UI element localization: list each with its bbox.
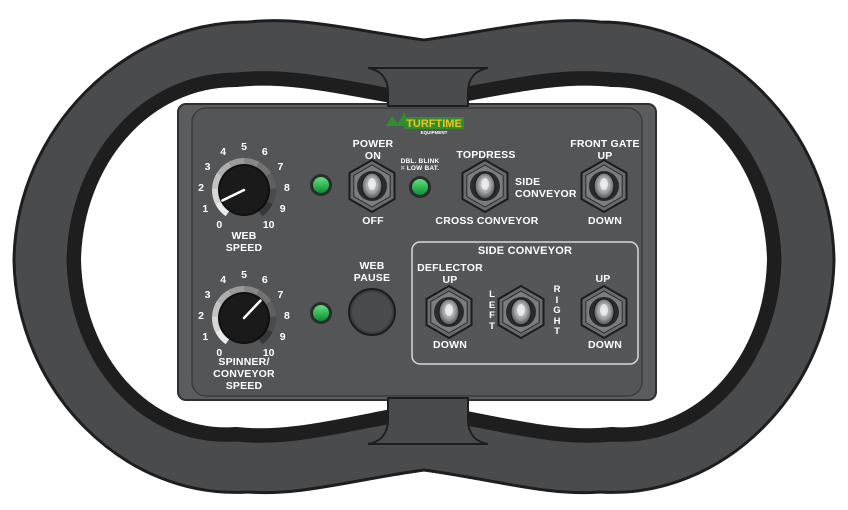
bottom-grip	[367, 397, 489, 445]
power-off-label: OFF	[362, 215, 384, 227]
dial-scale-segment	[215, 200, 230, 217]
dial-scale-number: 1	[202, 330, 209, 343]
dial-scale-number: 4	[220, 146, 227, 159]
dial-scale-segment	[212, 316, 222, 333]
dial-scale-number: 5	[241, 269, 247, 281]
dial-scale-segment	[216, 162, 232, 177]
dial-scale-segment	[266, 188, 276, 205]
power-on-label: POWER ON	[352, 138, 394, 162]
dial-scale-segment	[212, 301, 223, 317]
web-pause-button[interactable]	[348, 288, 396, 336]
web-speed-label: WEB SPEED	[225, 230, 263, 254]
spinner-speed-indicator-led	[310, 302, 332, 324]
dial-scale-number: 9	[279, 330, 286, 343]
dial-scale-segment	[256, 162, 272, 177]
dial-scale-segment	[265, 301, 276, 317]
dial-scale-segment	[228, 158, 244, 169]
lift-up-label: UP	[595, 273, 611, 285]
dial-pointer	[242, 299, 262, 320]
web-speed-indicator-led	[310, 174, 332, 196]
dial-pointer	[221, 188, 246, 202]
front-gate-label: FRONT GATE UP	[570, 138, 640, 162]
power-toggle[interactable]	[348, 158, 396, 214]
dial-scale-number: 2	[198, 309, 204, 322]
dial-scale-number: 9	[279, 202, 286, 215]
deflector-up-label: DEFLECTOR UP	[417, 262, 483, 286]
dial-scale-number: 3	[204, 161, 211, 174]
dial-scale-number: 8	[284, 309, 290, 322]
dial-scale-number: 0	[216, 347, 223, 360]
dial-scale-number: 7	[277, 289, 284, 302]
dial-scale-segment	[216, 290, 232, 305]
topdress-label: TOPDRESS	[456, 149, 516, 161]
dial-scale-segment	[266, 316, 276, 333]
battery-indicator-led	[409, 176, 431, 198]
dial-scale-segment	[228, 286, 244, 297]
dial-scale-number: 10	[262, 219, 275, 232]
dial-scale-number: 10	[262, 347, 275, 360]
dial-scale-segment	[244, 286, 260, 297]
dial-scale-number: 5	[241, 141, 247, 153]
cross-conveyor-label: CROSS CONVEYOR	[435, 215, 539, 227]
deflector-down-label: DOWN	[432, 339, 468, 351]
handle-inner-edge	[66, 71, 782, 443]
spinner-speed-dial[interactable]	[212, 286, 276, 345]
brand-logo: TURFTIME EQUIPMENT	[386, 112, 464, 135]
dial-scale-number: 8	[284, 181, 290, 194]
deflector-toggle[interactable]	[425, 284, 473, 340]
web-speed-dial[interactable]	[212, 158, 276, 217]
lift-toggle[interactable]	[580, 284, 628, 340]
side-conveyor-title: SIDE CONVEYOR	[477, 245, 573, 257]
dial-scale-number: 6	[261, 274, 268, 287]
dial-scale-number: 0	[216, 219, 223, 232]
dial-scale-number: 1	[202, 202, 209, 215]
topdress-toggle[interactable]	[461, 158, 509, 214]
dial-scale-segment	[265, 173, 276, 189]
front-gate-toggle[interactable]	[580, 158, 628, 214]
dial-scale-segment	[258, 200, 273, 217]
dial-scale-number: 6	[261, 146, 268, 159]
top-grip	[367, 67, 489, 107]
dial-scale-number: 4	[220, 274, 227, 287]
side-conveyor-position-label: SIDE CONVEYOR	[515, 176, 577, 200]
brand-name: TURFTIME	[406, 118, 462, 130]
dial-scale-number: 3	[204, 289, 211, 302]
brand-sub: EQUIPMENT	[421, 130, 448, 135]
dial-scale-segment	[258, 328, 273, 345]
dial-scale-number: 7	[277, 161, 284, 174]
dial-scale-segment	[256, 290, 272, 305]
lift-down-label: DOWN	[587, 339, 623, 351]
dial-scale-number: 2	[198, 181, 204, 194]
web-pause-label: WEB PAUSE	[353, 260, 391, 284]
spinner-speed-label: SPINNER/ CONVEYOR SPEED	[213, 356, 275, 392]
battery-note-label: DBL. BLINK = LOW BAT.	[400, 158, 440, 172]
dial-scale-segment	[212, 188, 222, 205]
dial-scale-segment	[244, 158, 260, 169]
left-right-toggle[interactable]	[497, 284, 545, 340]
dial-scale-segment	[215, 328, 230, 345]
dial-scale-segment	[212, 173, 223, 189]
front-gate-down-label: DOWN	[587, 215, 623, 227]
